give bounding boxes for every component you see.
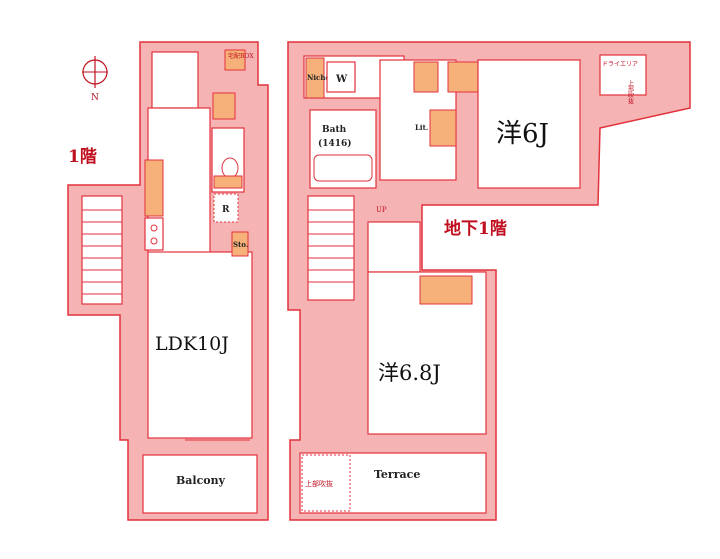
terrace-label: Terrace [374, 468, 420, 481]
delivery-box [224, 49, 246, 71]
ldk-room [147, 251, 253, 439]
bath-label: Bath [322, 125, 347, 135]
bath-size-label: (1416) [318, 138, 352, 149]
bedroom1-label: 洋6J [496, 119, 549, 149]
balcony [142, 454, 258, 514]
dry-area-label: ドライエリア [602, 61, 638, 68]
kitchen-sink [144, 159, 164, 217]
entrance [151, 51, 199, 109]
toilet-tank [213, 175, 243, 189]
niche [305, 57, 325, 99]
bath-room [309, 109, 377, 189]
dry-area [599, 54, 647, 96]
basement-title: 地下1階 [444, 218, 507, 239]
washer-label: W [335, 74, 348, 85]
washer [326, 61, 356, 93]
void-area [301, 454, 351, 512]
balcony-label: Balcony [176, 474, 226, 487]
linen-label: Lit. [415, 123, 428, 132]
compass-north-label: N [91, 93, 99, 103]
delivery-box-label: 宅配BOX [228, 52, 254, 60]
compass-icon: N [82, 56, 108, 103]
hall [367, 221, 421, 273]
void2-label: 上部吹抜 [305, 479, 333, 488]
stairs [81, 195, 123, 305]
floor1-title: 1階 [68, 147, 97, 167]
storage-label: Sto. [233, 240, 248, 249]
bedroom2-label: 洋6.8J [378, 361, 441, 385]
closet [413, 61, 439, 93]
closet-2 [447, 61, 479, 93]
floor1-unit: 宅配BOX R Sto. LDK10J Balcony [67, 41, 269, 521]
linen-closet [429, 109, 457, 147]
kitchen-stove [144, 217, 164, 251]
basement-unit: Niche W Bath (1416) UP Lit. 洋6J 地下1階 ドライ… [287, 41, 691, 521]
stairs-basement [307, 195, 355, 301]
closet-3 [419, 275, 473, 305]
void1-label: 上部吹抜 [627, 79, 634, 105]
up-label: UP [376, 206, 387, 214]
storage [231, 231, 249, 257]
ldk-label: LDK10J [155, 333, 229, 355]
shoe-cabinet [212, 92, 236, 120]
niche-label: Niche [307, 73, 330, 82]
refrigerator-space [213, 193, 239, 223]
bedroom1 [477, 59, 581, 189]
refrigerator-label: R [222, 205, 230, 215]
bathtub [313, 154, 373, 182]
